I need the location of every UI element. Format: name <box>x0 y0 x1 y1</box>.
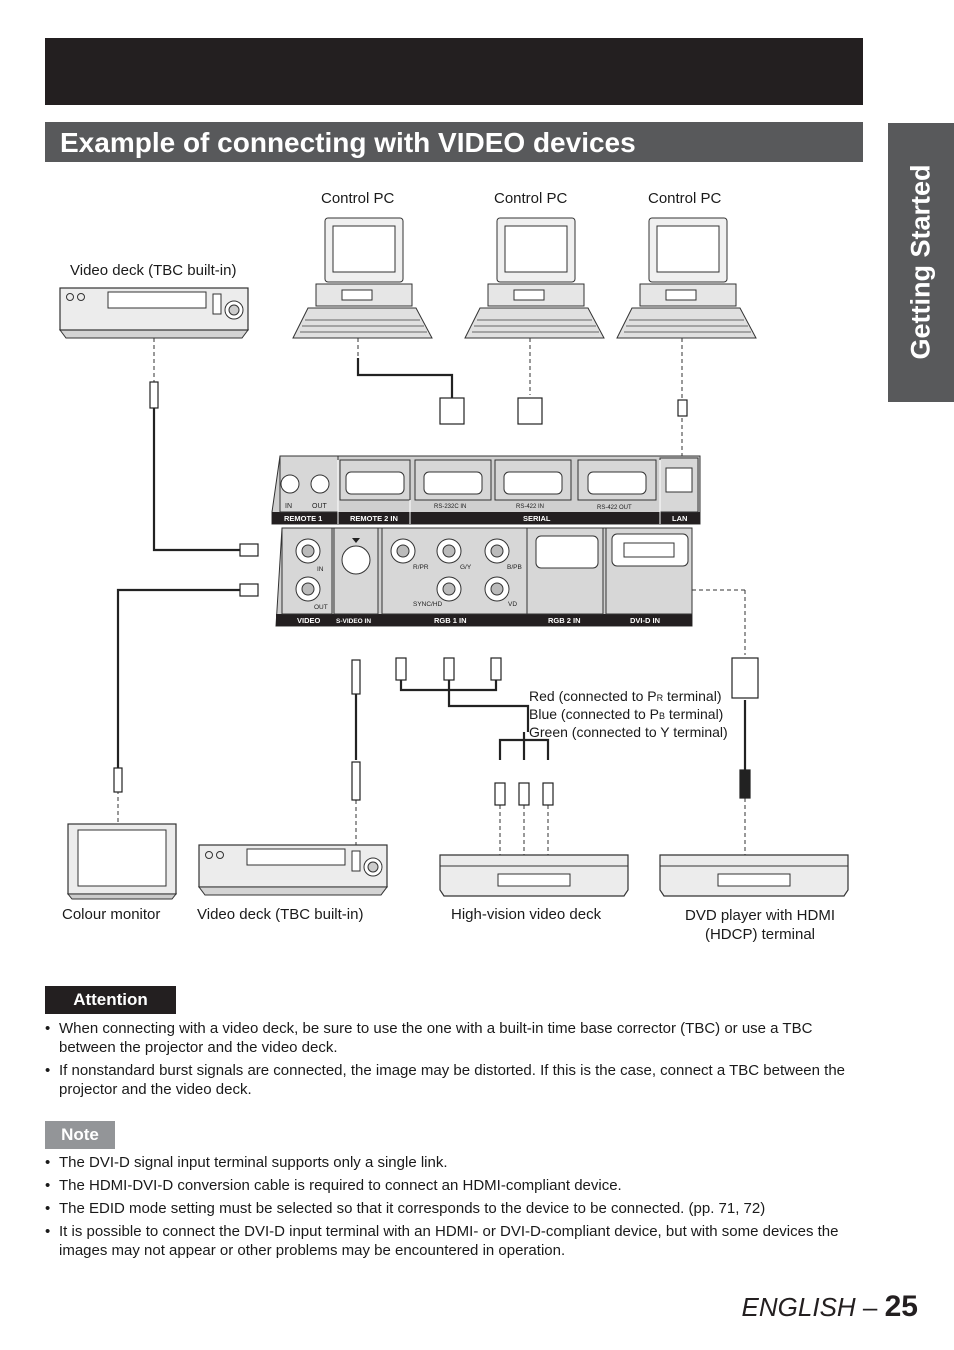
rgb1-label: RGB 1 IN <box>434 616 467 625</box>
rgb2-label: RGB 2 IN <box>548 616 581 625</box>
bottom-panel-bar-labels: VIDEO S-VIDEO IN RGB 1 IN RGB 2 IN DVI-D… <box>297 616 660 625</box>
video-out-label: OUT <box>314 604 328 611</box>
control-pc-2-label: Control PC <box>494 190 568 207</box>
panel-in-label: IN <box>285 503 292 510</box>
video-in-label: IN <box>317 566 324 573</box>
bottom-panel-labels: IN OUT R/PR G/Y B/PB SYNC/HD VD <box>314 564 522 611</box>
top-panel-bar-labels: REMOTE 1 REMOTE 2 IN SERIAL LAN <box>284 514 687 523</box>
page-number: 25 <box>884 1290 918 1323</box>
gy-label: G/Y <box>460 564 472 571</box>
control-pc-3-label: Control PC <box>648 190 722 207</box>
vd-label: VD <box>508 601 517 608</box>
header-bar <box>45 38 863 105</box>
red-cable-label: Red (connected to PR terminal) <box>529 688 722 704</box>
attention-heading: Attention <box>45 986 176 1014</box>
remote1-label: REMOTE 1 <box>284 514 322 523</box>
footer-dash: – <box>855 1292 885 1322</box>
page-footer: ENGLISH – 25 <box>742 1290 918 1324</box>
projector-bottom-panel <box>275 527 693 627</box>
control-pc-3-device <box>616 217 757 339</box>
lan-label: LAN <box>672 514 687 523</box>
rs232c-label: RS-232C IN <box>434 504 466 510</box>
rs422out-label: RS-422 OUT <box>597 505 632 511</box>
panel-out-label: OUT <box>312 503 328 510</box>
list-item: The EDID mode setting must be selected s… <box>45 1199 845 1218</box>
projector-top-panel <box>271 455 701 525</box>
video-label: VIDEO <box>297 616 321 625</box>
footer-language: ENGLISH <box>741 1292 856 1322</box>
page-title: Example of connecting with VIDEO devices <box>60 127 636 158</box>
rpr-label: R/PR <box>413 564 429 571</box>
remote2-label: REMOTE 2 IN <box>350 514 398 523</box>
connection-diagram: IN OUT RS-232C IN RS-422 IN RS-422 OUT R… <box>59 217 849 900</box>
note-list: The DVI-D signal input terminal supports… <box>45 1153 845 1264</box>
video-deck-top-label: Video deck (TBC built-in) <box>70 262 237 279</box>
dvid-label: DVI-D IN <box>630 616 660 625</box>
video-deck-bottom-device <box>198 844 388 896</box>
green-cable-label: Green (connected to Y terminal) <box>529 724 728 740</box>
video-deck-bottom-label: Video deck (TBC built-in) <box>197 906 364 923</box>
hivision-deck-label: High-vision video deck <box>451 906 602 923</box>
video-deck-top-device <box>59 287 249 339</box>
top-panel-labels: IN OUT RS-232C IN RS-422 IN RS-422 OUT <box>285 503 632 511</box>
dvd-player-label: DVD player with HDMI (HDCP) terminal <box>684 907 836 943</box>
dvd-player-device <box>659 854 849 897</box>
side-tab: Getting Started <box>888 123 954 402</box>
list-item: When connecting with a video deck, be su… <box>45 1019 845 1057</box>
list-item: It is possible to connect the DVI-D inpu… <box>45 1222 845 1260</box>
colour-monitor-device <box>66 823 178 900</box>
hivision-deck-device <box>439 854 629 897</box>
list-item: The DVI-D signal input terminal supports… <box>45 1153 845 1172</box>
list-item: If nonstandard burst signals are connect… <box>45 1061 845 1099</box>
section-title-bar: Example of connecting with VIDEO devices <box>45 122 863 162</box>
list-item: The HDMI-DVI-D conversion cable is requi… <box>45 1176 845 1195</box>
control-pc-1-label: Control PC <box>321 190 395 207</box>
serial-label: SERIAL <box>523 514 551 523</box>
attention-list: When connecting with a video deck, be su… <box>45 1019 845 1103</box>
rs422in-label: RS-422 IN <box>516 504 544 510</box>
colour-monitor-label: Colour monitor <box>62 906 161 923</box>
solid-cables <box>116 358 747 770</box>
blue-cable-label: Blue (connected to PB terminal) <box>529 706 724 722</box>
synchd-label: SYNC/HD <box>413 601 443 608</box>
bpb-label: B/PB <box>507 564 522 571</box>
cable-connectors <box>113 381 759 806</box>
note-heading: Note <box>45 1121 115 1149</box>
control-pc-2-device <box>464 217 605 339</box>
control-pc-1-device <box>292 217 433 339</box>
svideo-label: S-VIDEO IN <box>336 618 371 625</box>
